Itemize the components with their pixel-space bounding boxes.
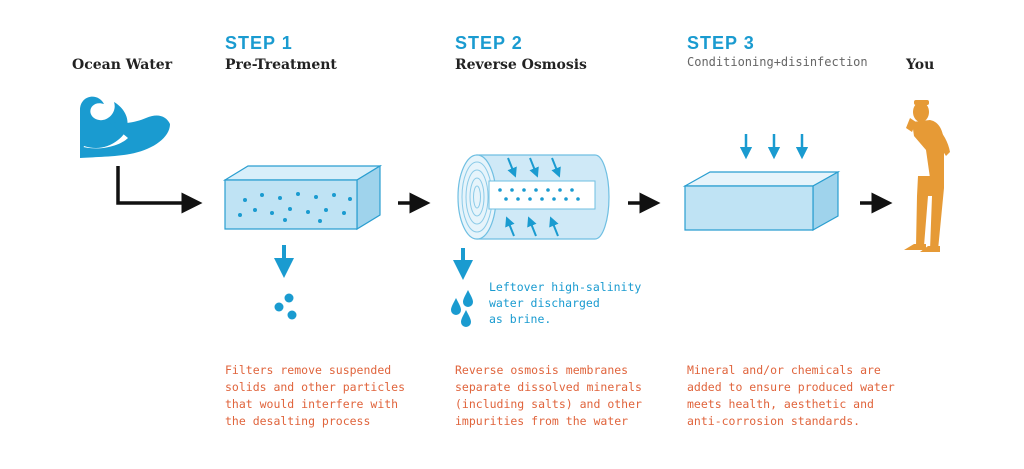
step-1-description: Filters remove suspended solids and othe…	[225, 363, 406, 428]
step-2-description: Reverse osmosis membranes separate disso…	[455, 363, 642, 428]
step-3-description: Mineral and/or chemicals are added to en…	[687, 363, 895, 428]
step-3-title: STEP 3	[687, 33, 755, 53]
step-1-title: STEP 1	[225, 33, 293, 53]
pretreatment-tank	[222, 164, 383, 231]
ocean-water-label: Ocean Water	[72, 57, 173, 73]
step-2-subtitle: Reverse Osmosis	[455, 57, 587, 73]
ro-membrane-cylinder	[457, 154, 610, 240]
person-drinking-icon	[904, 100, 950, 252]
wave-icon	[80, 96, 170, 158]
conditioning-tank	[682, 170, 841, 232]
removed-solids-icon	[274, 293, 297, 320]
step-1-subtitle: Pre-Treatment	[225, 57, 337, 73]
you-label: You	[906, 57, 935, 73]
ro-salt-particles	[498, 188, 580, 201]
step-2-title: STEP 2	[455, 33, 523, 53]
step-3-subtitle: Conditioning+disinfection	[687, 55, 868, 69]
ro-pressure-arrows	[505, 157, 561, 237]
chemical-addition-arrows	[739, 134, 809, 160]
ocean-to-pretreatment-arrow	[116, 166, 203, 214]
brine-drops-icon	[451, 290, 473, 327]
brine-note: Leftover high-salinity water discharged …	[489, 280, 642, 326]
suspended-particles	[238, 192, 352, 223]
